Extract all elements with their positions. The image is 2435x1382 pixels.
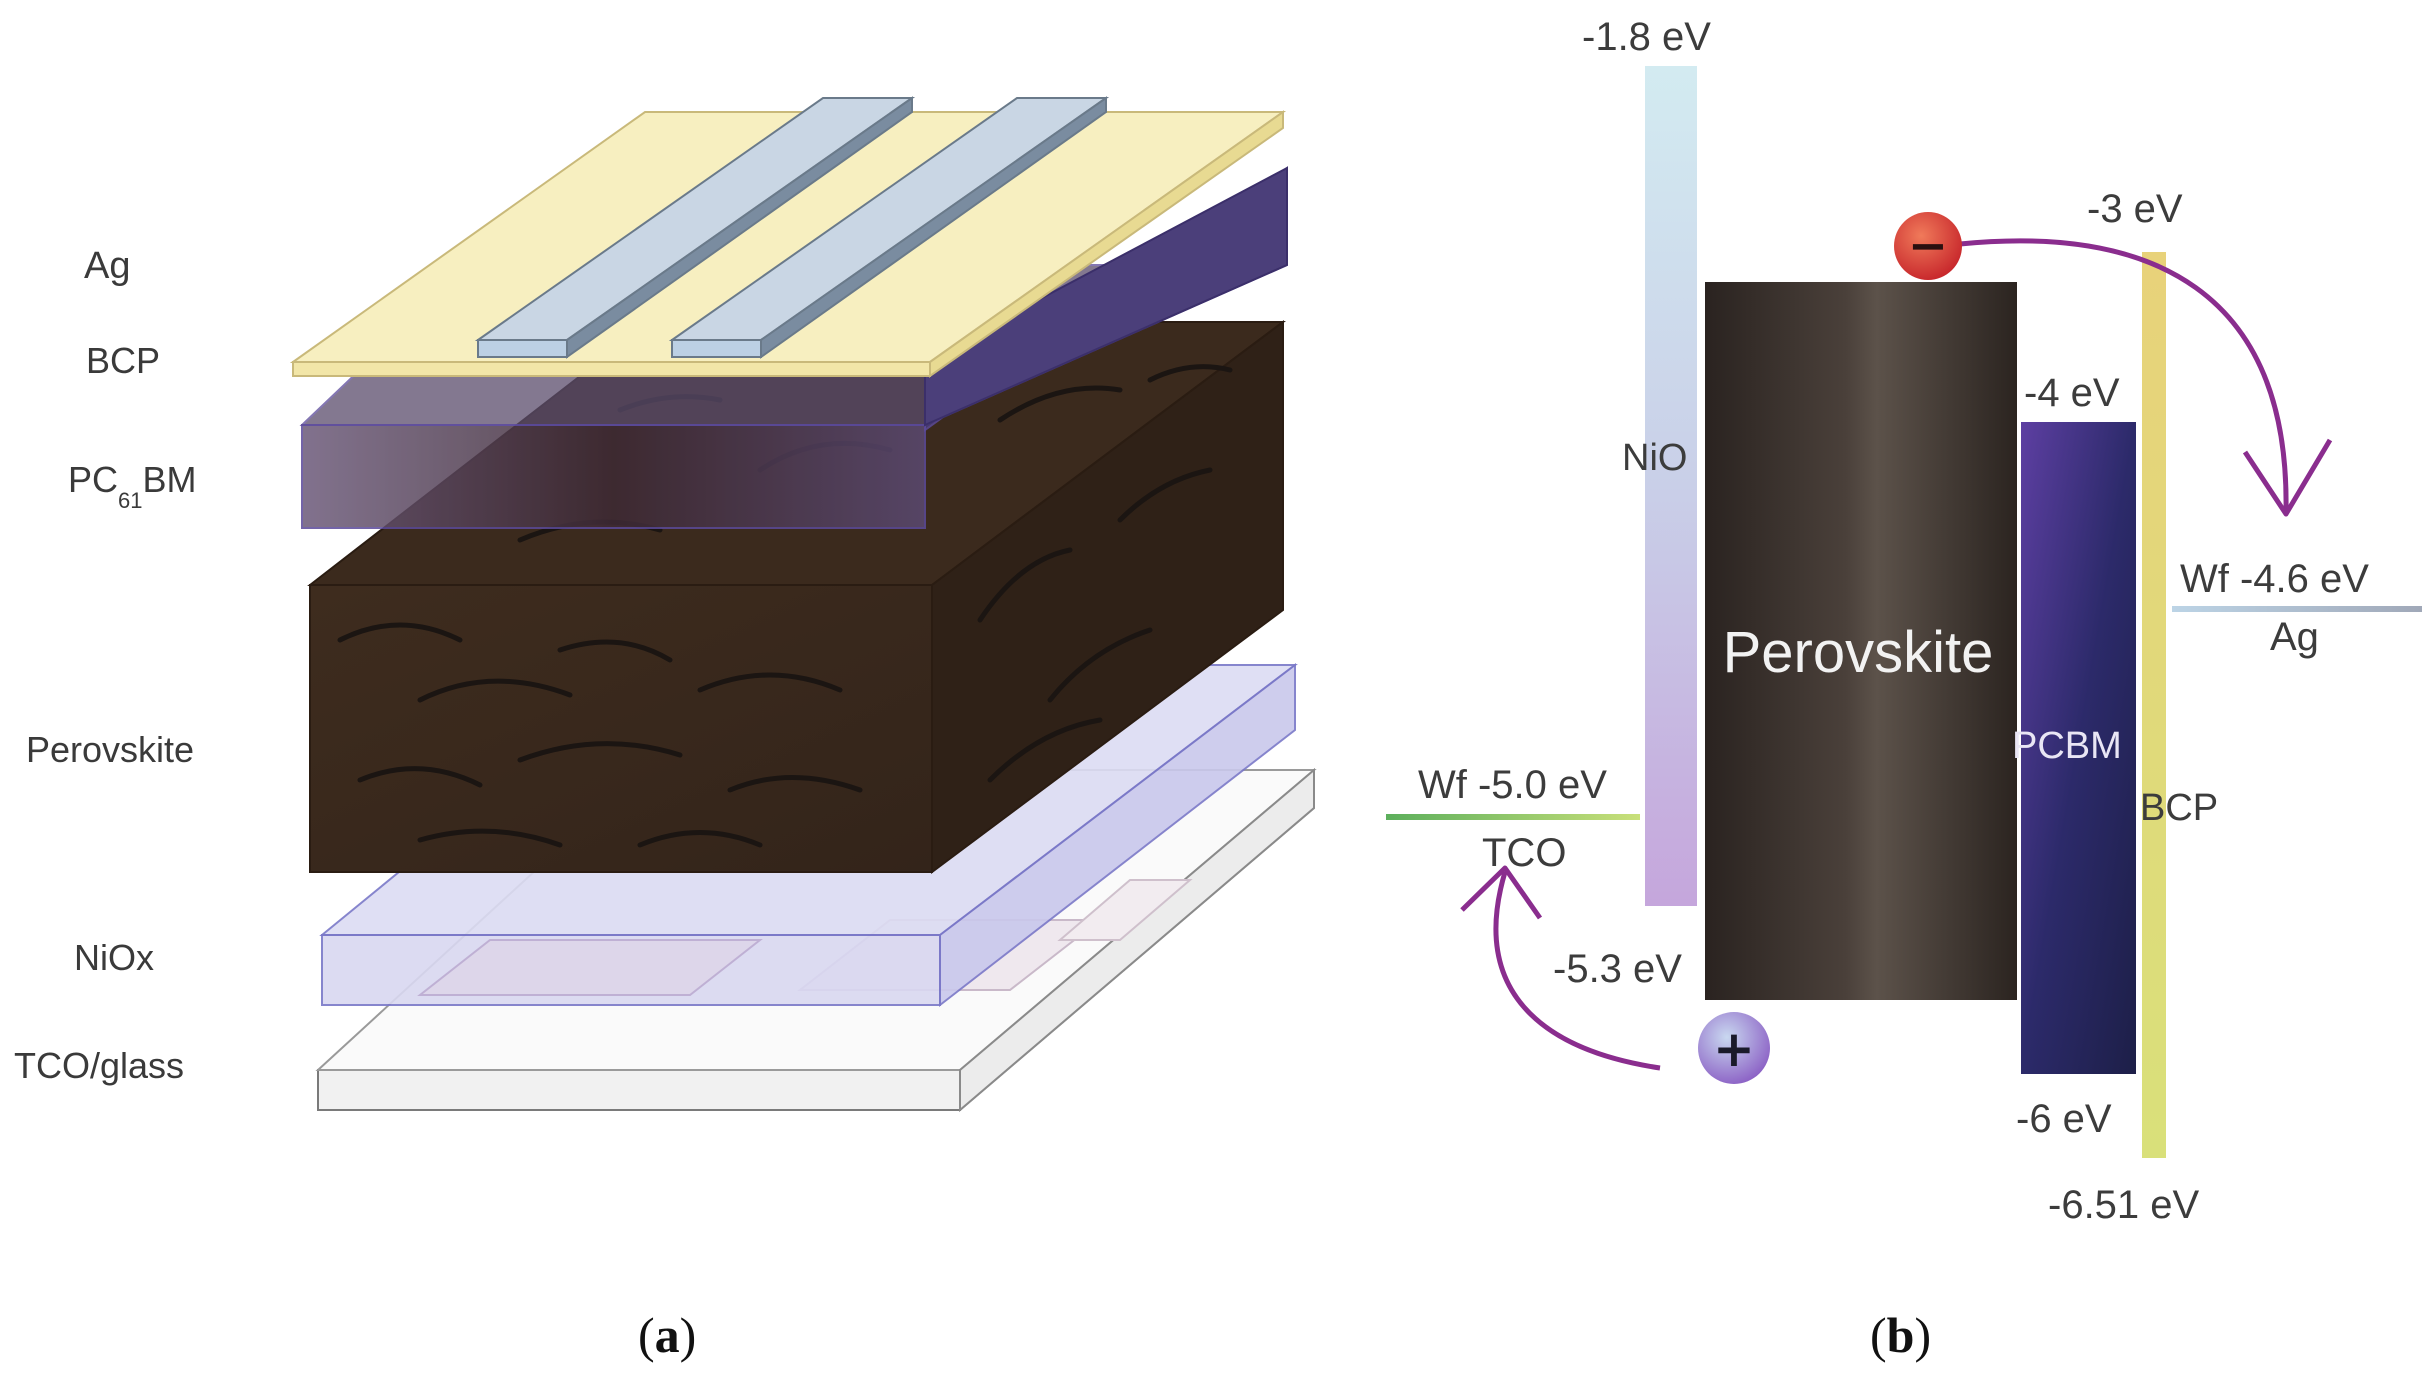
pcbm-bottom-ev: -6 eV: [2016, 1097, 2112, 1141]
bcp-top-ev: -3 eV: [2087, 187, 2183, 231]
electron-arrowhead: [2242, 438, 2333, 517]
nio-bottom-ev: -5.3 eV: [1553, 947, 1682, 991]
ag-layer: [289, 96, 1287, 378]
pcbm-band: [2021, 422, 2136, 1074]
label-ag: Ag: [84, 245, 130, 287]
hole-arrowhead: [1460, 865, 1543, 920]
hole-arrow: [1493, 871, 1661, 1071]
label-pc61bm: PC61BM: [68, 459, 197, 513]
ag-finger-1: [474, 96, 916, 359]
label-niox: NiOx: [74, 937, 154, 978]
ag-label: Ag: [2270, 615, 2319, 659]
label-tco-glass: TCO/glass: [14, 1045, 184, 1086]
nio-top-ev: -1.8 eV: [1582, 15, 1711, 59]
perovskite-label: Perovskite: [1723, 620, 1994, 685]
tco-label: TCO: [1482, 831, 1566, 875]
electron-symbol: −: [1908, 218, 1948, 274]
ag-wf-line: [2172, 606, 2422, 612]
ag-wf: Wf -4.6 eV: [2180, 557, 2369, 601]
tco-wf-line: [1386, 814, 1640, 820]
hole-symbol: +: [1713, 1020, 1755, 1078]
pcbm-label: PCBM: [2012, 725, 2122, 767]
layer-labels: Ag BCP PC61BM Perovskite NiOx TCO/glass: [14, 245, 197, 1086]
bcp-label: BCP: [2140, 787, 2218, 829]
nio-band: [1645, 66, 1697, 906]
bcp-band: [2142, 252, 2166, 1158]
perovskite-band: [1705, 282, 2017, 1000]
label-perovskite: Perovskite: [26, 729, 194, 770]
label-bcp: BCP: [86, 340, 160, 381]
energy-diagram: -1.8 eV NiO -5.3 eV Perovskite -4 eV PCB…: [1386, 15, 2422, 1227]
bcp-layer: [924, 166, 1288, 427]
caption-a: (a): [638, 1307, 696, 1363]
hole-icon: [1698, 1012, 1770, 1084]
device-stack: [289, 96, 1317, 1113]
electron-icon: [1894, 212, 1962, 280]
nio-label: NiO: [1622, 437, 1687, 479]
caption-b: (b): [1870, 1307, 1931, 1363]
bcp-bottom-ev: -6.51 eV: [2048, 1183, 2200, 1227]
ag-finger-2: [668, 96, 1110, 359]
pcbm-top-ev: -4 eV: [2024, 371, 2120, 415]
svg-text:(b): (b): [1870, 1307, 1931, 1363]
electron-arrow: [1959, 238, 2289, 513]
tco-wf: Wf -5.0 eV: [1418, 763, 1607, 807]
svg-text:(a): (a): [638, 1307, 696, 1363]
